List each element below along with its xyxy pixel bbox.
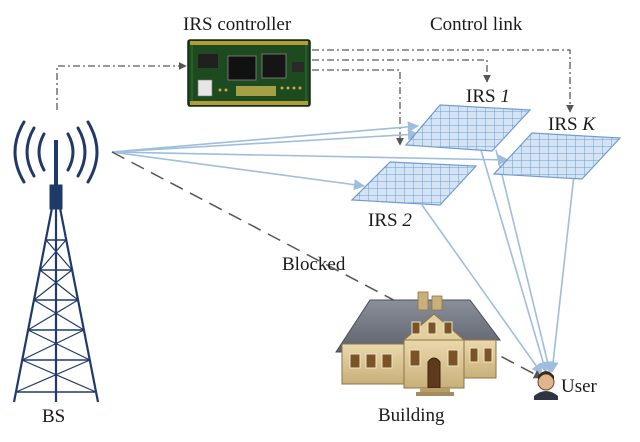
- control-link-bs: [56, 62, 187, 110]
- irs-k-label-index: K: [581, 114, 596, 135]
- signal-irsk-user: [547, 174, 575, 374]
- control-links: [56, 49, 574, 146]
- building: [335, 291, 501, 396]
- signal-bs-irsk: [111, 151, 510, 166]
- signal-irs1-user: [477, 139, 549, 374]
- signal-bs-irs1a: [111, 121, 420, 153]
- irs-1-label-prefix: IRS: [466, 86, 500, 107]
- control-link-irs2: [312, 69, 404, 146]
- irs-2-label-index: 2: [402, 210, 412, 231]
- irs-2-label-prefix: IRS: [368, 210, 402, 231]
- user-label: User: [561, 376, 598, 397]
- irs-1-panel: [404, 104, 532, 152]
- blocked-label: Blocked: [282, 254, 346, 275]
- signal-bs-irs2: [111, 151, 366, 191]
- control-link-irs1: [312, 59, 491, 83]
- signal-irs1-user-2: [495, 149, 554, 374]
- irs-2-label: IRS 2: [368, 210, 412, 231]
- user-avatar: [534, 371, 558, 400]
- irs-k-label: IRS K: [548, 114, 596, 135]
- signal-irs2-user: [421, 204, 543, 375]
- irs-k-label-prefix: IRS: [548, 114, 582, 135]
- signal-bs-irs1b: [111, 129, 420, 153]
- signal-links: [111, 121, 575, 375]
- control-link-irsk: [312, 49, 574, 113]
- bs-tower: [12, 120, 100, 403]
- irs-1-label: IRS 1: [466, 86, 510, 107]
- irs-controller-board: [187, 39, 311, 107]
- building-label: Building: [378, 405, 445, 426]
- irs-2-panel: [350, 161, 478, 206]
- irs-1-label-index: 1: [500, 86, 510, 107]
- control-link-label: Control link: [430, 14, 523, 35]
- bs-label: BS: [42, 406, 65, 427]
- irs-k-panel: [492, 132, 622, 180]
- irs-controller-label: IRS controller: [183, 14, 292, 35]
